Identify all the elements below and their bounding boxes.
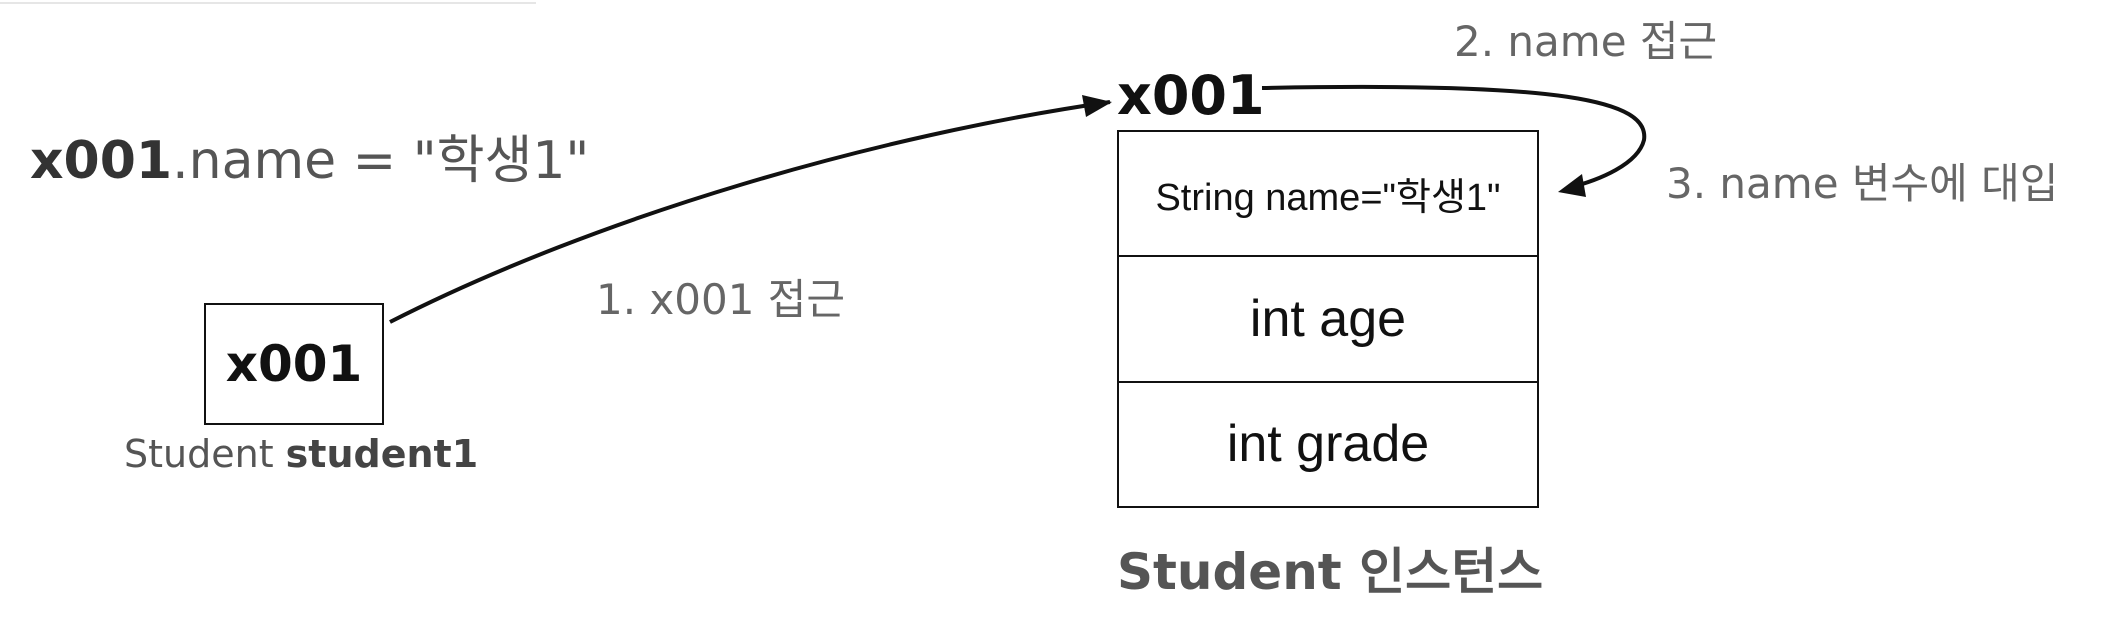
expression-ref: x001 (30, 131, 173, 191)
variable-name: student1 (285, 432, 479, 476)
arrowhead-access-name (1558, 174, 1586, 197)
reference-variable-box: x001 (204, 303, 384, 425)
top-divider (0, 2, 536, 4)
field-name: String name="학생1" (1119, 132, 1537, 258)
instance-caption: Student 인스턴스 (1117, 543, 1544, 601)
arrow-access-instance (389, 100, 1111, 324)
arrowhead-access-instance (1082, 95, 1112, 117)
field-age: int age (1119, 257, 1537, 383)
assignment-expression: x001.name = "학생1" (30, 118, 589, 193)
expression-rest: .name = "학생1" (172, 131, 590, 191)
step-1-label: 1. x001 접근 (596, 275, 846, 324)
instance-box: String name="학생1" int age int grade (1117, 130, 1539, 508)
step-2-label: 2. name 접근 (1454, 17, 1718, 66)
variable-type: Student (124, 432, 286, 476)
instance-address: x001 (1117, 64, 1265, 127)
variable-caption: Student student1 (124, 432, 478, 476)
arrow-access-name (1261, 84, 1647, 190)
field-grade: int grade (1226, 415, 1430, 474)
step-3-label: 3. name 변수에 대입 (1666, 159, 2059, 208)
